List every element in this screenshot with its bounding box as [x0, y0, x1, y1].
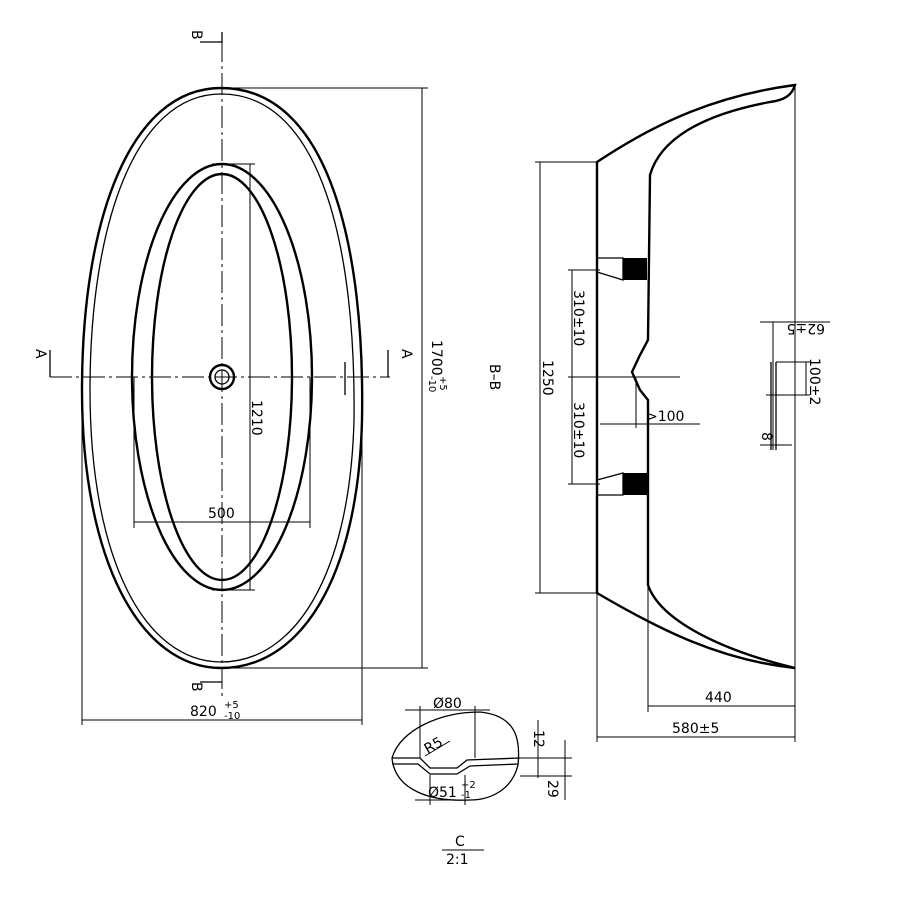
support-block-lower — [623, 473, 647, 495]
section-view: B–B 1250 310±10 310±10 >100 440 580±5 — [486, 83, 830, 742]
support-block-upper — [623, 258, 647, 280]
dimension-overflow-width: 8 — [758, 432, 774, 441]
svg-text:+2: +2 — [461, 780, 476, 791]
section-outline — [595, 83, 797, 670]
svg-text:1700: 1700 — [428, 340, 444, 376]
svg-text:+5: +5 — [437, 376, 448, 391]
svg-text:Ø51: Ø51 — [428, 785, 457, 801]
detail-depth-29: 29 — [544, 780, 560, 798]
note-min-100: >100 — [646, 409, 684, 425]
detail-radius: R5 — [422, 734, 446, 757]
dimension-height-span: 1250 — [539, 360, 555, 396]
svg-text:-10: -10 — [224, 711, 240, 722]
tub-outer-rim-inner — [89, 93, 355, 663]
detail-scale: 2:1 — [446, 852, 469, 868]
dimension-overflow-height: 100±2 — [806, 358, 822, 405]
dimension-inner-length: 1210 — [248, 400, 264, 436]
dimension-upper-offset: 310±10 — [570, 290, 586, 346]
detail-outer-diameter: Ø80 — [433, 696, 462, 712]
svg-text:-1: -1 — [461, 790, 471, 801]
detail-label: C — [455, 834, 465, 850]
section-mark-b-bottom: B — [188, 682, 204, 692]
detail-inner-diameter: Ø51 +2 -1 — [428, 780, 476, 801]
dimension-overflow-offset: 62±5 — [787, 320, 825, 336]
detail-depth-12: 12 — [530, 730, 546, 748]
section-title: B–B — [486, 364, 502, 390]
plan-view: B B A A 1700 +5 -10 1210 500 820 +5 — [32, 30, 448, 725]
section-mark-b-top: B — [188, 30, 204, 40]
detail-c: Ø80 R5 Ø51 +2 -1 12 29 C 2:1 — [391, 696, 572, 868]
svg-text:820: 820 — [190, 704, 217, 720]
svg-text:-10: -10 — [426, 376, 437, 392]
dimension-width: 820 +5 -10 — [190, 700, 240, 722]
dimension-inner-width: 500 — [208, 506, 235, 522]
dimension-inner-depth: 440 — [705, 690, 732, 706]
dimension-overall-depth: 580±5 — [672, 721, 719, 737]
dimension-lower-offset: 310±10 — [570, 402, 586, 458]
section-mark-a-left: A — [32, 349, 48, 359]
section-mark-a-right: A — [398, 349, 414, 359]
dimension-length: 1700 +5 -10 — [426, 340, 448, 392]
svg-text:+5: +5 — [224, 700, 239, 711]
